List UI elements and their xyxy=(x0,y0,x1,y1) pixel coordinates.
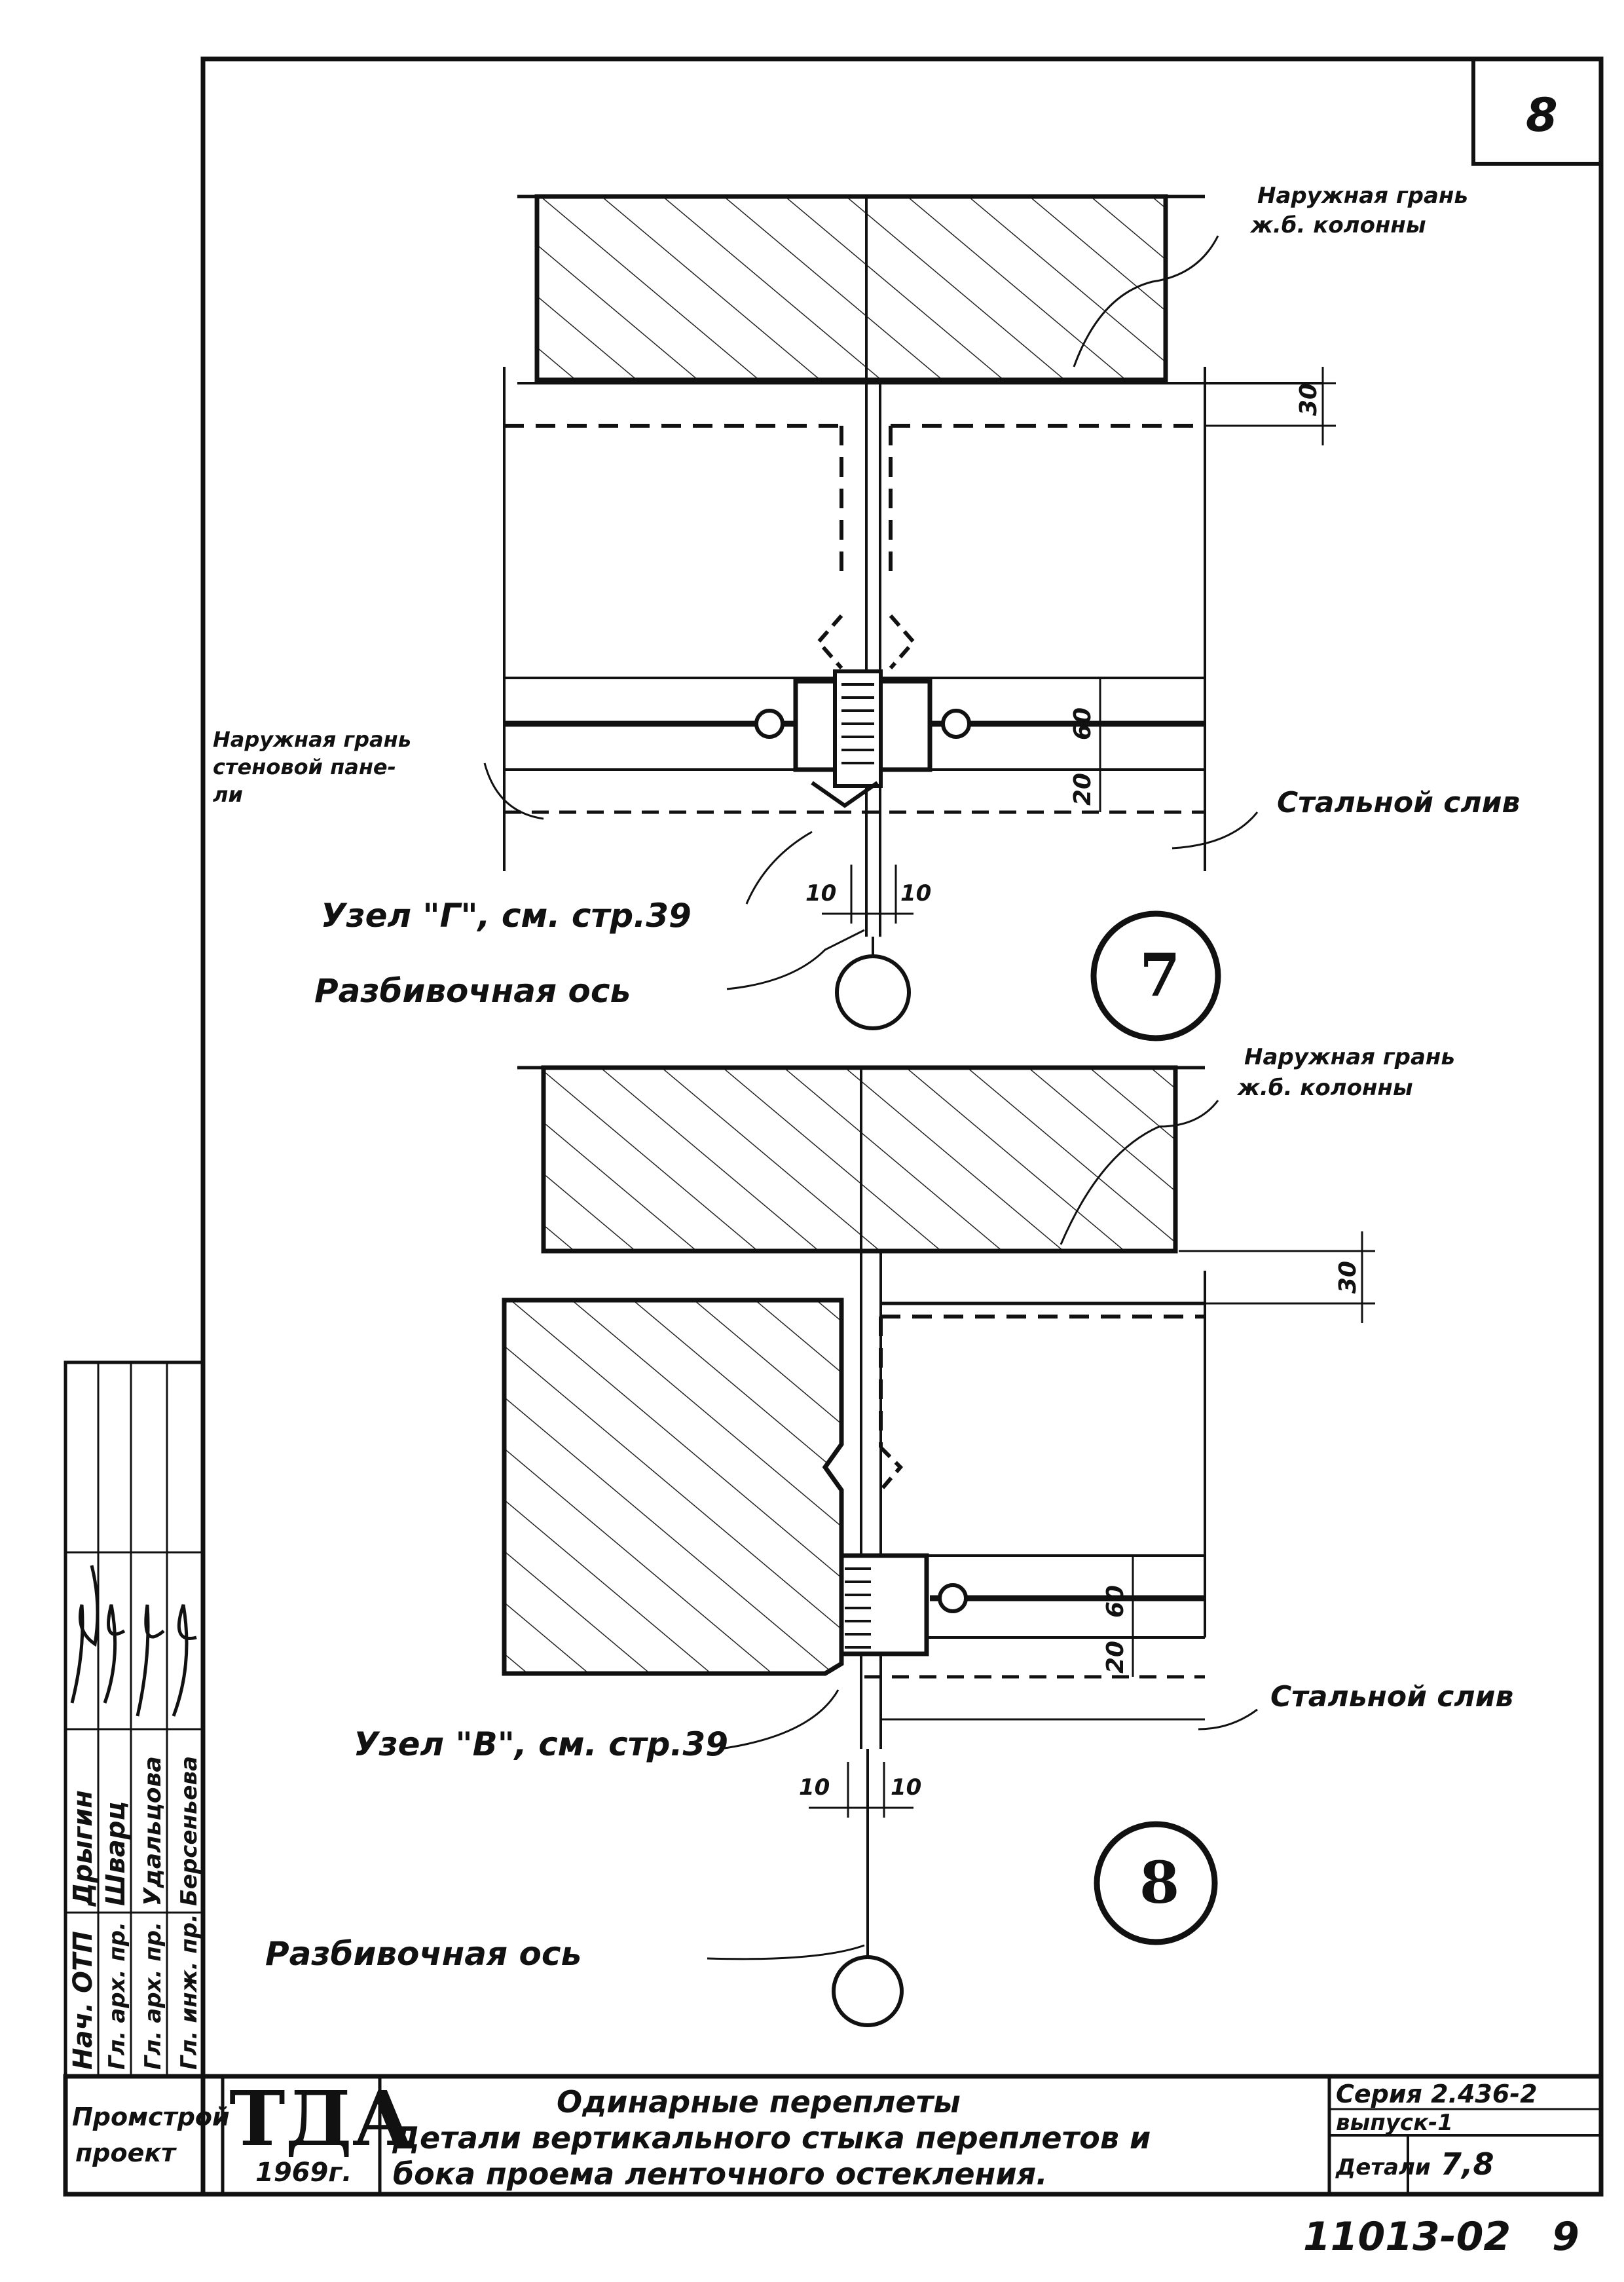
sig-role-2: Гл. арх. пр. xyxy=(104,1922,130,2070)
title-line1: Одинарные переплеты xyxy=(557,2084,961,2120)
issue-label: выпуск-1 xyxy=(1336,2110,1453,2136)
detail7-panel-face-line3: ли xyxy=(213,782,243,807)
detail8-dim-20: 20 xyxy=(1102,1641,1129,1674)
detail7-panel-face-line2: стеновой пане- xyxy=(213,755,396,779)
sig-name-4: Берсеньева xyxy=(176,1756,202,1906)
detail7-dim-left: 10 xyxy=(805,880,836,907)
signature-table: Нач. ОТП Гл. арх. пр. Гл. арх. пр. Гл. и… xyxy=(64,1360,205,2078)
detail8-number: 8 xyxy=(1139,1848,1179,1917)
series-label: Серия 2.436-2 xyxy=(1336,2080,1538,2108)
title-line3: бока проема ленточного остекления. xyxy=(393,2156,1048,2192)
detail8-dim-60: 60 xyxy=(1102,1585,1129,1618)
column-section xyxy=(541,1065,1178,1254)
sig-role-1: Нач. ОТП xyxy=(68,1931,98,2070)
detail8-steel-label: Стальной слив xyxy=(1270,1680,1513,1713)
page-number-box: 8 xyxy=(1471,57,1603,166)
wall-panel-section xyxy=(502,1298,844,1676)
org-line1: Промстрой xyxy=(72,2103,230,2131)
detail7-steel-label: Стальной слив xyxy=(1277,786,1520,819)
detail-number-circle xyxy=(1094,1821,1218,1945)
detail7-node-label: Узел "Г", см. стр.39 xyxy=(321,897,692,935)
title-line2: Детали вертикального стыка переплетов и xyxy=(392,2120,1151,2156)
detail7-panel-face-line1: Наружная грань xyxy=(213,727,411,752)
detail7-dim-60: 60 xyxy=(1069,707,1096,740)
year: 1969г. xyxy=(255,2158,352,2188)
logo: ТДА xyxy=(229,2075,414,2163)
detail-value: 7,8 xyxy=(1441,2146,1494,2182)
detail8-column-face-line2: ж.б. колонны xyxy=(1236,1075,1413,1101)
column-section xyxy=(534,194,1168,383)
title-block xyxy=(63,2074,1604,2197)
sheet-code: 11013-02 xyxy=(1303,2214,1511,2260)
detail7-column-face-line2: ж.б. колонны xyxy=(1249,212,1426,238)
detail8-dim-30: 30 xyxy=(1335,1261,1361,1294)
sig-name-3: Удальцова xyxy=(139,1756,166,1906)
sig-role-4: Гл. инж. пр. xyxy=(176,1914,202,2070)
detail-8-drawing: 30 60 20 10 10 8 xyxy=(502,1065,1375,2027)
detail7-dim-right: 10 xyxy=(900,880,931,907)
detail8-column-face-line1: Наружная грань xyxy=(1244,1044,1455,1070)
axis-bubble xyxy=(832,1955,904,2027)
detail-7-drawing: 30 60 20 10 10 7 xyxy=(483,194,1336,1041)
detail7-axis-label: Разбивочная ось xyxy=(314,972,631,1010)
axis-bubble xyxy=(835,954,911,1030)
sig-name-2: Шварц xyxy=(101,1801,131,1906)
sig-name-1: Дрыгин xyxy=(68,1790,98,1907)
detail7-column-face-line1: Наружная грань xyxy=(1257,183,1468,209)
handwritten-signature xyxy=(70,1565,197,1717)
detail7-dim-30: 30 xyxy=(1295,383,1322,416)
detail-label: Детали xyxy=(1335,2154,1431,2180)
org-line2: проект xyxy=(75,2139,177,2167)
detail8-dim-left: 10 xyxy=(799,1774,830,1801)
detail-number-circle xyxy=(1090,910,1221,1041)
detail8-dim-right: 10 xyxy=(891,1774,921,1801)
page-number: 8 xyxy=(1526,88,1558,142)
sheet-index: 9 xyxy=(1552,2214,1579,2260)
detail8-node-label: Узел "В", см. стр.39 xyxy=(354,1725,728,1763)
detail7-dim-20: 20 xyxy=(1069,773,1096,806)
detail8-axis-label: Разбивочная ось xyxy=(265,1935,581,1973)
sig-role-3: Гл. арх. пр. xyxy=(140,1922,166,2070)
detail7-number: 7 xyxy=(1139,941,1181,1010)
